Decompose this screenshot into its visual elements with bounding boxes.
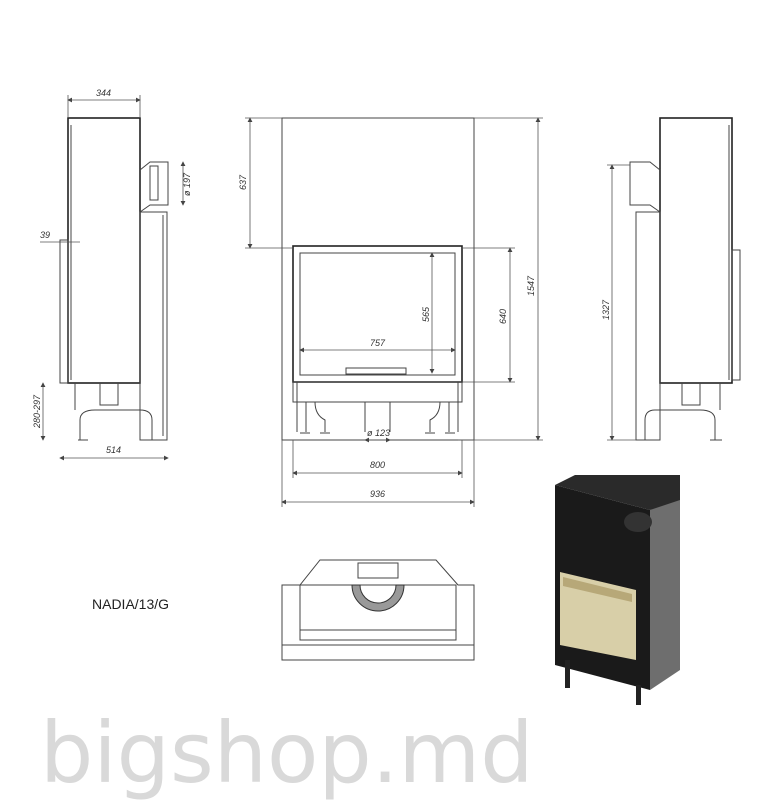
dim-flue-diameter: ø 197 [182,172,192,196]
dim-right-height: 1327 [601,299,611,320]
dim-door-height: 640 [498,309,508,324]
dim-front-offset: 39 [40,230,50,240]
front-view: 637 565 640 1547 757 ø 123 800 936 [238,117,543,507]
dim-leg-height: 280-297 [32,394,42,429]
dim-total-height: 1547 [526,275,536,296]
dim-width-344: 344 [96,88,111,98]
dim-total-width: 936 [370,489,385,499]
dim-air-inlet: ø 123 [367,428,390,438]
top-view [281,559,475,661]
dim-depth-514: 514 [106,445,121,455]
right-side-view: 1327 [601,117,741,441]
dim-body-width: 800 [370,460,385,470]
dim-upper-height: 637 [238,174,248,190]
model-name: NADIA/13/G [92,596,169,612]
dim-glass-height: 565 [421,306,431,322]
watermark: bigshop.md [40,704,534,800]
dim-glass-width: 757 [370,338,386,348]
fireplace-render [555,475,680,705]
left-side-view: 344 ø 197 39 280-297 514 [32,88,192,461]
